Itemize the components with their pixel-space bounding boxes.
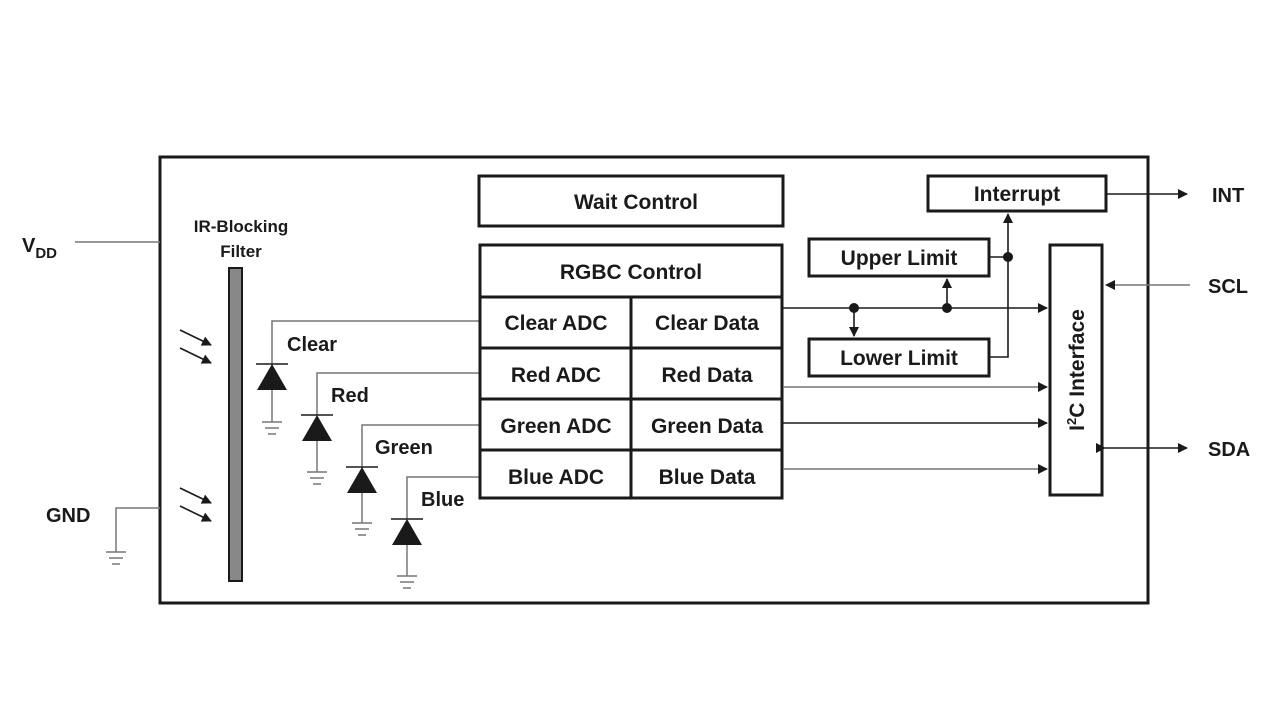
ground-green-icon bbox=[352, 522, 372, 536]
interrupt-block bbox=[926, 174, 1108, 213]
ir-blocking-filter bbox=[228, 267, 243, 582]
lower-limit-label: Lower Limit bbox=[840, 347, 958, 370]
lower-limit-out-wire bbox=[989, 257, 1009, 358]
int-pin-label: INT bbox=[1212, 185, 1244, 207]
green-data-label: Green Data bbox=[651, 415, 763, 438]
ground-blue-icon bbox=[397, 575, 417, 589]
i2c-interface-label: I2C Interface bbox=[1064, 309, 1089, 431]
clear-data-label: Clear Data bbox=[655, 312, 759, 335]
diode-red-icon bbox=[302, 415, 332, 441]
wait-control-block bbox=[477, 174, 785, 228]
photodiode-blue-label: Blue bbox=[421, 489, 464, 511]
sda-pin-label: SDA bbox=[1208, 439, 1250, 461]
clear-adc-label: Clear ADC bbox=[504, 312, 607, 335]
photodiode-green-label: Green bbox=[375, 437, 433, 459]
rgbc-control-label: RGBC Control bbox=[560, 261, 702, 284]
photodiode-red bbox=[301, 372, 480, 485]
diode-blue-icon bbox=[392, 519, 422, 545]
green-adc-label: Green ADC bbox=[500, 415, 611, 438]
photodiode-clear bbox=[256, 320, 480, 435]
gnd-wire bbox=[115, 507, 160, 552]
vdd-label: VDD bbox=[22, 235, 57, 262]
i2c-interface-block bbox=[1048, 243, 1104, 497]
diode-green-icon bbox=[347, 467, 377, 493]
photodiode-blue bbox=[391, 476, 480, 589]
ground-red-icon bbox=[307, 471, 327, 485]
filter-label-line1: IR-Blocking bbox=[194, 217, 288, 236]
lower-limit-block bbox=[807, 337, 991, 378]
blue-adc-label: Blue ADC bbox=[508, 466, 604, 489]
gnd-ground-icon bbox=[106, 551, 126, 565]
interrupt-label: Interrupt bbox=[974, 183, 1060, 206]
blue-data-label: Blue Data bbox=[659, 466, 756, 489]
rgbc-control-block bbox=[478, 243, 784, 500]
filter-label-line2: Filter bbox=[220, 242, 262, 261]
photodiode-red-label: Red bbox=[331, 385, 369, 407]
wait-control-label: Wait Control bbox=[574, 191, 698, 214]
scl-pin-label: SCL bbox=[1208, 276, 1248, 298]
light-arrows-bottom-icon bbox=[179, 487, 212, 522]
light-arrows-top-icon bbox=[179, 329, 212, 364]
gnd-label: GND bbox=[46, 505, 90, 527]
photodiode-clear-label: Clear bbox=[287, 334, 337, 356]
ground-clear-icon bbox=[262, 421, 282, 435]
red-data-label: Red Data bbox=[661, 364, 752, 387]
upper-limit-label: Upper Limit bbox=[841, 247, 958, 270]
red-adc-label: Red ADC bbox=[511, 364, 601, 387]
diode-clear-icon bbox=[257, 364, 287, 390]
photodiode-green bbox=[346, 424, 480, 536]
